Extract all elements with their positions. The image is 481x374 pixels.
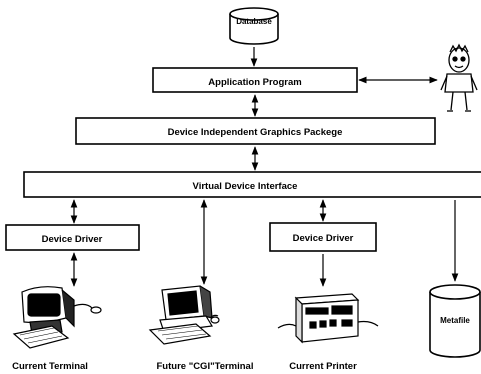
vdi-label: Virtual Device Interface [193,181,298,192]
future-terminal-label: Future "CGI"Terminal [157,361,254,372]
printer-icon [277,293,379,344]
current-terminal-label: Current Terminal [12,361,88,372]
application-program-label: Application Program [208,77,301,88]
application-program-box: Application Program [152,67,358,93]
metafile-label: Metafile [440,316,470,325]
vdi-box: Virtual Device Interface [23,171,481,198]
current-printer-label: Current Printer [289,361,357,372]
future-terminal-icon [148,285,220,345]
device-driver-left-box: Device Driver [5,224,140,251]
device-driver-right-label: Device Driver [293,233,354,244]
graphics-package-box: Device Independent Graphics Packege [75,117,436,145]
database-label: Database [236,17,272,26]
terminal-icon [12,286,102,349]
metafile-cylinder: Metafile [429,284,481,358]
device-driver-right-box: Device Driver [269,222,377,252]
user-figure [440,43,478,112]
graphics-package-label: Device Independent Graphics Packege [168,127,343,138]
database-cylinder: Database [229,7,279,45]
device-driver-left-label: Device Driver [42,234,103,245]
